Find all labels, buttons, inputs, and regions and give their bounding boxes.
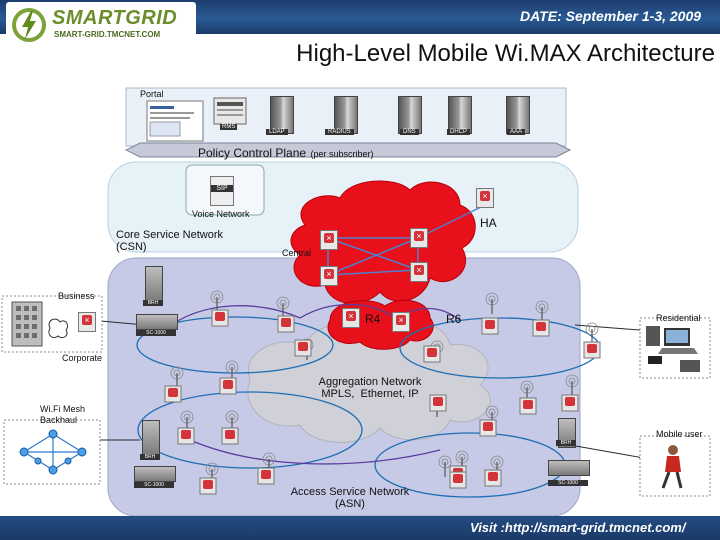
wimax-antenna-icon (479, 405, 499, 437)
central-label: Central (282, 248, 312, 258)
corporate-label: Corporate (62, 353, 103, 363)
page-title: High-Level Mobile Wi.MAX Architecture (296, 40, 715, 67)
mobile-user-icon (661, 445, 683, 489)
wimax-antenna-icon (429, 394, 447, 418)
wimax-antenna-icon (481, 292, 499, 335)
event-date: DATE: September 1-3, 2009 (520, 8, 702, 24)
portal-label: Portal (140, 89, 164, 99)
aggregation-label: Aggregation Network MPLS, Ethernet, IP (318, 376, 422, 400)
r6-label: R6 (446, 312, 462, 326)
smartgrid-logo-icon (12, 8, 46, 42)
footer-bar (0, 516, 720, 540)
server-label: DNS (400, 129, 419, 135)
residential-label: Residential (656, 313, 701, 323)
policy-control-arrow (124, 142, 572, 158)
business-label: Business (58, 291, 95, 301)
server-label: RMS (220, 124, 238, 130)
footer-url: Visit :http://smart-grid.tmcnet.com/ (470, 520, 686, 535)
asn-gw-router: × (392, 312, 410, 332)
ha-router: × (476, 188, 494, 208)
wifi-mesh-label: Wi.Fi Mesh Backhaul (40, 404, 85, 425)
wimax-antenna-icon (257, 452, 276, 485)
wimax-antenna-icon (210, 290, 229, 327)
wimax-antenna-icon (561, 374, 579, 412)
policy-plane-title: Policy Control Plane (198, 146, 307, 160)
voice-network-label: Voice Network (192, 209, 250, 219)
brh-label: BRH (143, 300, 163, 306)
residential-devices-icon (646, 326, 700, 372)
radius-server (334, 96, 358, 134)
server-label: LDAP (266, 129, 288, 135)
wimax-antenna-icon (199, 462, 219, 495)
ha-label: HA (480, 216, 497, 230)
office-building-icon (11, 301, 69, 347)
wimax-antenna-icon (423, 340, 444, 363)
dns-server (398, 96, 422, 134)
wimax-antenna-icon (219, 360, 239, 395)
wimax-antenna-icon (177, 410, 195, 445)
server-label: DHCP (447, 129, 471, 135)
sc1000-unit (548, 460, 590, 476)
rms-server: RMS (212, 96, 248, 131)
sc1000-label: SC-1000 (548, 480, 588, 486)
wimax-antenna-icon (294, 338, 314, 361)
sc1000-label: SC-1000 (134, 482, 174, 488)
wimax-antenna-icon (276, 296, 295, 333)
logo-url: SMART-GRID.TMCNET.COM (54, 30, 161, 39)
sc1000-unit (134, 466, 176, 482)
portal-screen-icon (146, 100, 204, 142)
asn-rings (136, 303, 601, 498)
asn-label: Access Service Network (ASN) (290, 486, 410, 510)
wimax-antenna-icon (221, 410, 239, 445)
core-router: × (410, 262, 428, 282)
sip-server: SIP (210, 176, 234, 206)
policy-plane-label: Policy Control Plane (per subscriber) (198, 144, 374, 162)
policy-plane-sublabel: (per subscriber) (310, 149, 374, 159)
logo-name: SMARTGRID (52, 7, 178, 29)
sc1000-label: SC-1000 (136, 330, 176, 336)
wifi-mesh-icon (19, 429, 87, 475)
ldap-server (270, 96, 294, 134)
server-label: AAA (507, 129, 526, 135)
csn-label: Core Service Network (CSN) (116, 229, 223, 253)
asn-gw-router: × (342, 308, 360, 328)
brh-label: BRH (140, 454, 160, 460)
wimax-antenna-icon (583, 322, 601, 359)
wimax-antenna-icon (532, 300, 550, 337)
wimax-antenna-icon (164, 366, 184, 403)
sc1000-unit (136, 314, 178, 330)
mobile-user-label: Mobile user (656, 429, 703, 439)
core-links (327, 204, 486, 276)
wimax-antenna-icon (519, 380, 537, 415)
core-router: × (410, 228, 428, 248)
r4-label: R4 (365, 312, 381, 326)
core-router: × (320, 266, 338, 286)
wimax-antenna-icon (484, 455, 504, 487)
server-label: RADIUS (325, 129, 354, 135)
core-router: × (320, 230, 338, 250)
business-cpe-router: × (78, 312, 96, 332)
sip-label: SIP (211, 185, 233, 192)
brh-label: BRH (556, 440, 576, 446)
